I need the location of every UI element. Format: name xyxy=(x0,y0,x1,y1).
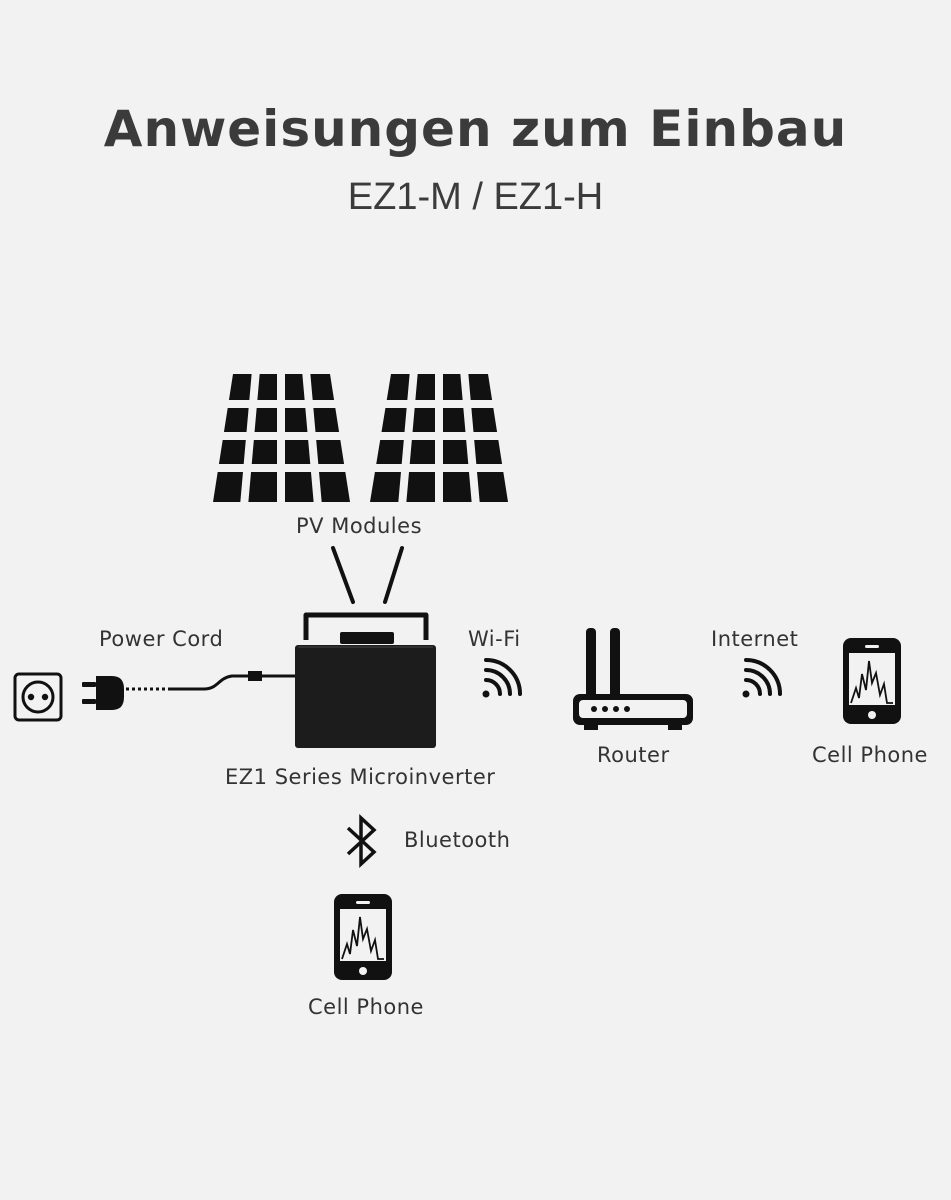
smartphone-right-icon xyxy=(843,638,901,724)
plug-icon xyxy=(82,676,124,710)
label-pv-modules: PV Modules xyxy=(296,514,423,538)
bluetooth-icon xyxy=(346,814,377,868)
label-microinverter: EZ1 Series Microinverter xyxy=(225,765,496,789)
label-bluetooth: Bluetooth xyxy=(404,828,511,852)
solar-panel-right-icon xyxy=(365,369,514,507)
smartphone-bottom-icon xyxy=(334,894,392,980)
label-cell-phone-right: Cell Phone xyxy=(812,743,928,767)
wall-socket-icon xyxy=(13,672,63,722)
label-internet: Internet xyxy=(711,627,799,651)
label-router: Router xyxy=(597,743,670,767)
internet-signal-icon xyxy=(742,658,782,698)
label-cell-phone-bottom: Cell Phone xyxy=(308,995,424,1019)
solar-panel-left-icon xyxy=(208,369,356,507)
label-power-cord: Power Cord xyxy=(99,627,224,651)
page-title: Anweisungen zum Einbau xyxy=(103,100,848,158)
wifi-signal-icon xyxy=(482,658,522,698)
microinverter-icon xyxy=(295,612,436,748)
label-wifi: Wi-Fi xyxy=(468,627,521,651)
power-cord xyxy=(126,671,295,691)
page-subtitle: EZ1-M / EZ1-H xyxy=(347,176,604,218)
pv-cables xyxy=(331,546,404,604)
router-icon xyxy=(573,628,693,730)
